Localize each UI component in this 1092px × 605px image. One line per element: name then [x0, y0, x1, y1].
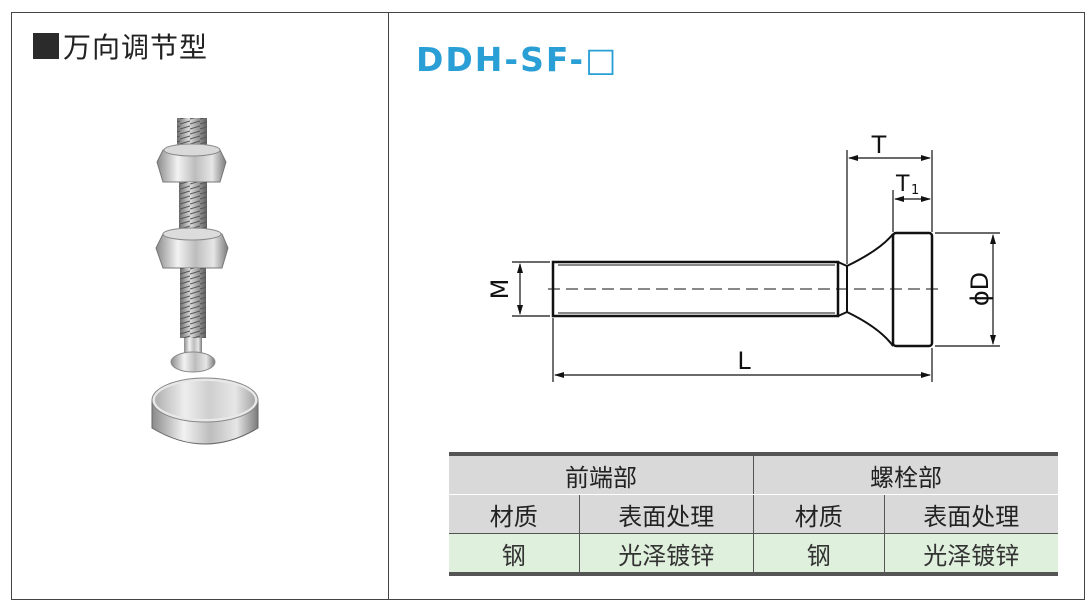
spec-group-header-row: 前端部 螺栓部 [449, 452, 1058, 495]
label-d: ϕD [966, 272, 994, 306]
sub-header-cell: 表面处理 [578, 494, 754, 534]
label-m: M [486, 279, 514, 300]
lower-threaded-shaft [180, 268, 206, 338]
label-t1: T [895, 172, 910, 197]
swivel-pad [151, 377, 259, 445]
neck-bottom [837, 311, 848, 317]
value-cell: 钢 [449, 533, 580, 576]
neck-top [837, 261, 848, 267]
model-code: DDH-SF-□ [416, 40, 619, 79]
middle-threaded-shaft [179, 182, 207, 234]
value-cell: 光泽镀锌 [578, 533, 754, 576]
sub-header-cell: 材质 [752, 494, 885, 534]
sub-header-cell: 表面处理 [883, 494, 1058, 534]
pad-flare-bottom [846, 311, 894, 347]
spec-value-row: 钢 光泽镀锌 钢 光泽镀锌 [449, 533, 1058, 576]
label-t: T [871, 131, 887, 159]
value-cell: 光泽镀锌 [883, 533, 1058, 576]
square-bullet-icon [33, 33, 59, 59]
spec-sub-header-row: 材质 表面处理 材质 表面处理 [449, 494, 1058, 534]
product-type-text: 万向调节型 [63, 31, 209, 64]
dimension-drawing: T T 1 M ϕD L [486, 131, 1000, 382]
product-photo [151, 118, 259, 445]
ball-joint-neck [170, 338, 216, 373]
sub-header-cell: 材质 [449, 494, 580, 534]
group-header-front: 前端部 [449, 452, 754, 495]
outer-frame [11, 12, 1085, 600]
upper-hex-nut [156, 143, 227, 183]
pad-flare-top [846, 233, 894, 267]
spec-table: 前端部 螺栓部 材质 表面处理 材质 表面处理 钢 光泽镀锌 钢 光泽镀锌 [449, 452, 1058, 576]
value-cell: 钢 [752, 533, 885, 576]
group-header-bolt: 螺栓部 [752, 452, 1058, 495]
label-t1-sub: 1 [911, 183, 919, 198]
label-l: L [737, 347, 751, 375]
lower-hex-nut [155, 227, 229, 269]
dimension-arrowheads [517, 155, 996, 378]
product-type-heading: 万向调节型 [33, 26, 208, 66]
column-divider [388, 12, 389, 600]
